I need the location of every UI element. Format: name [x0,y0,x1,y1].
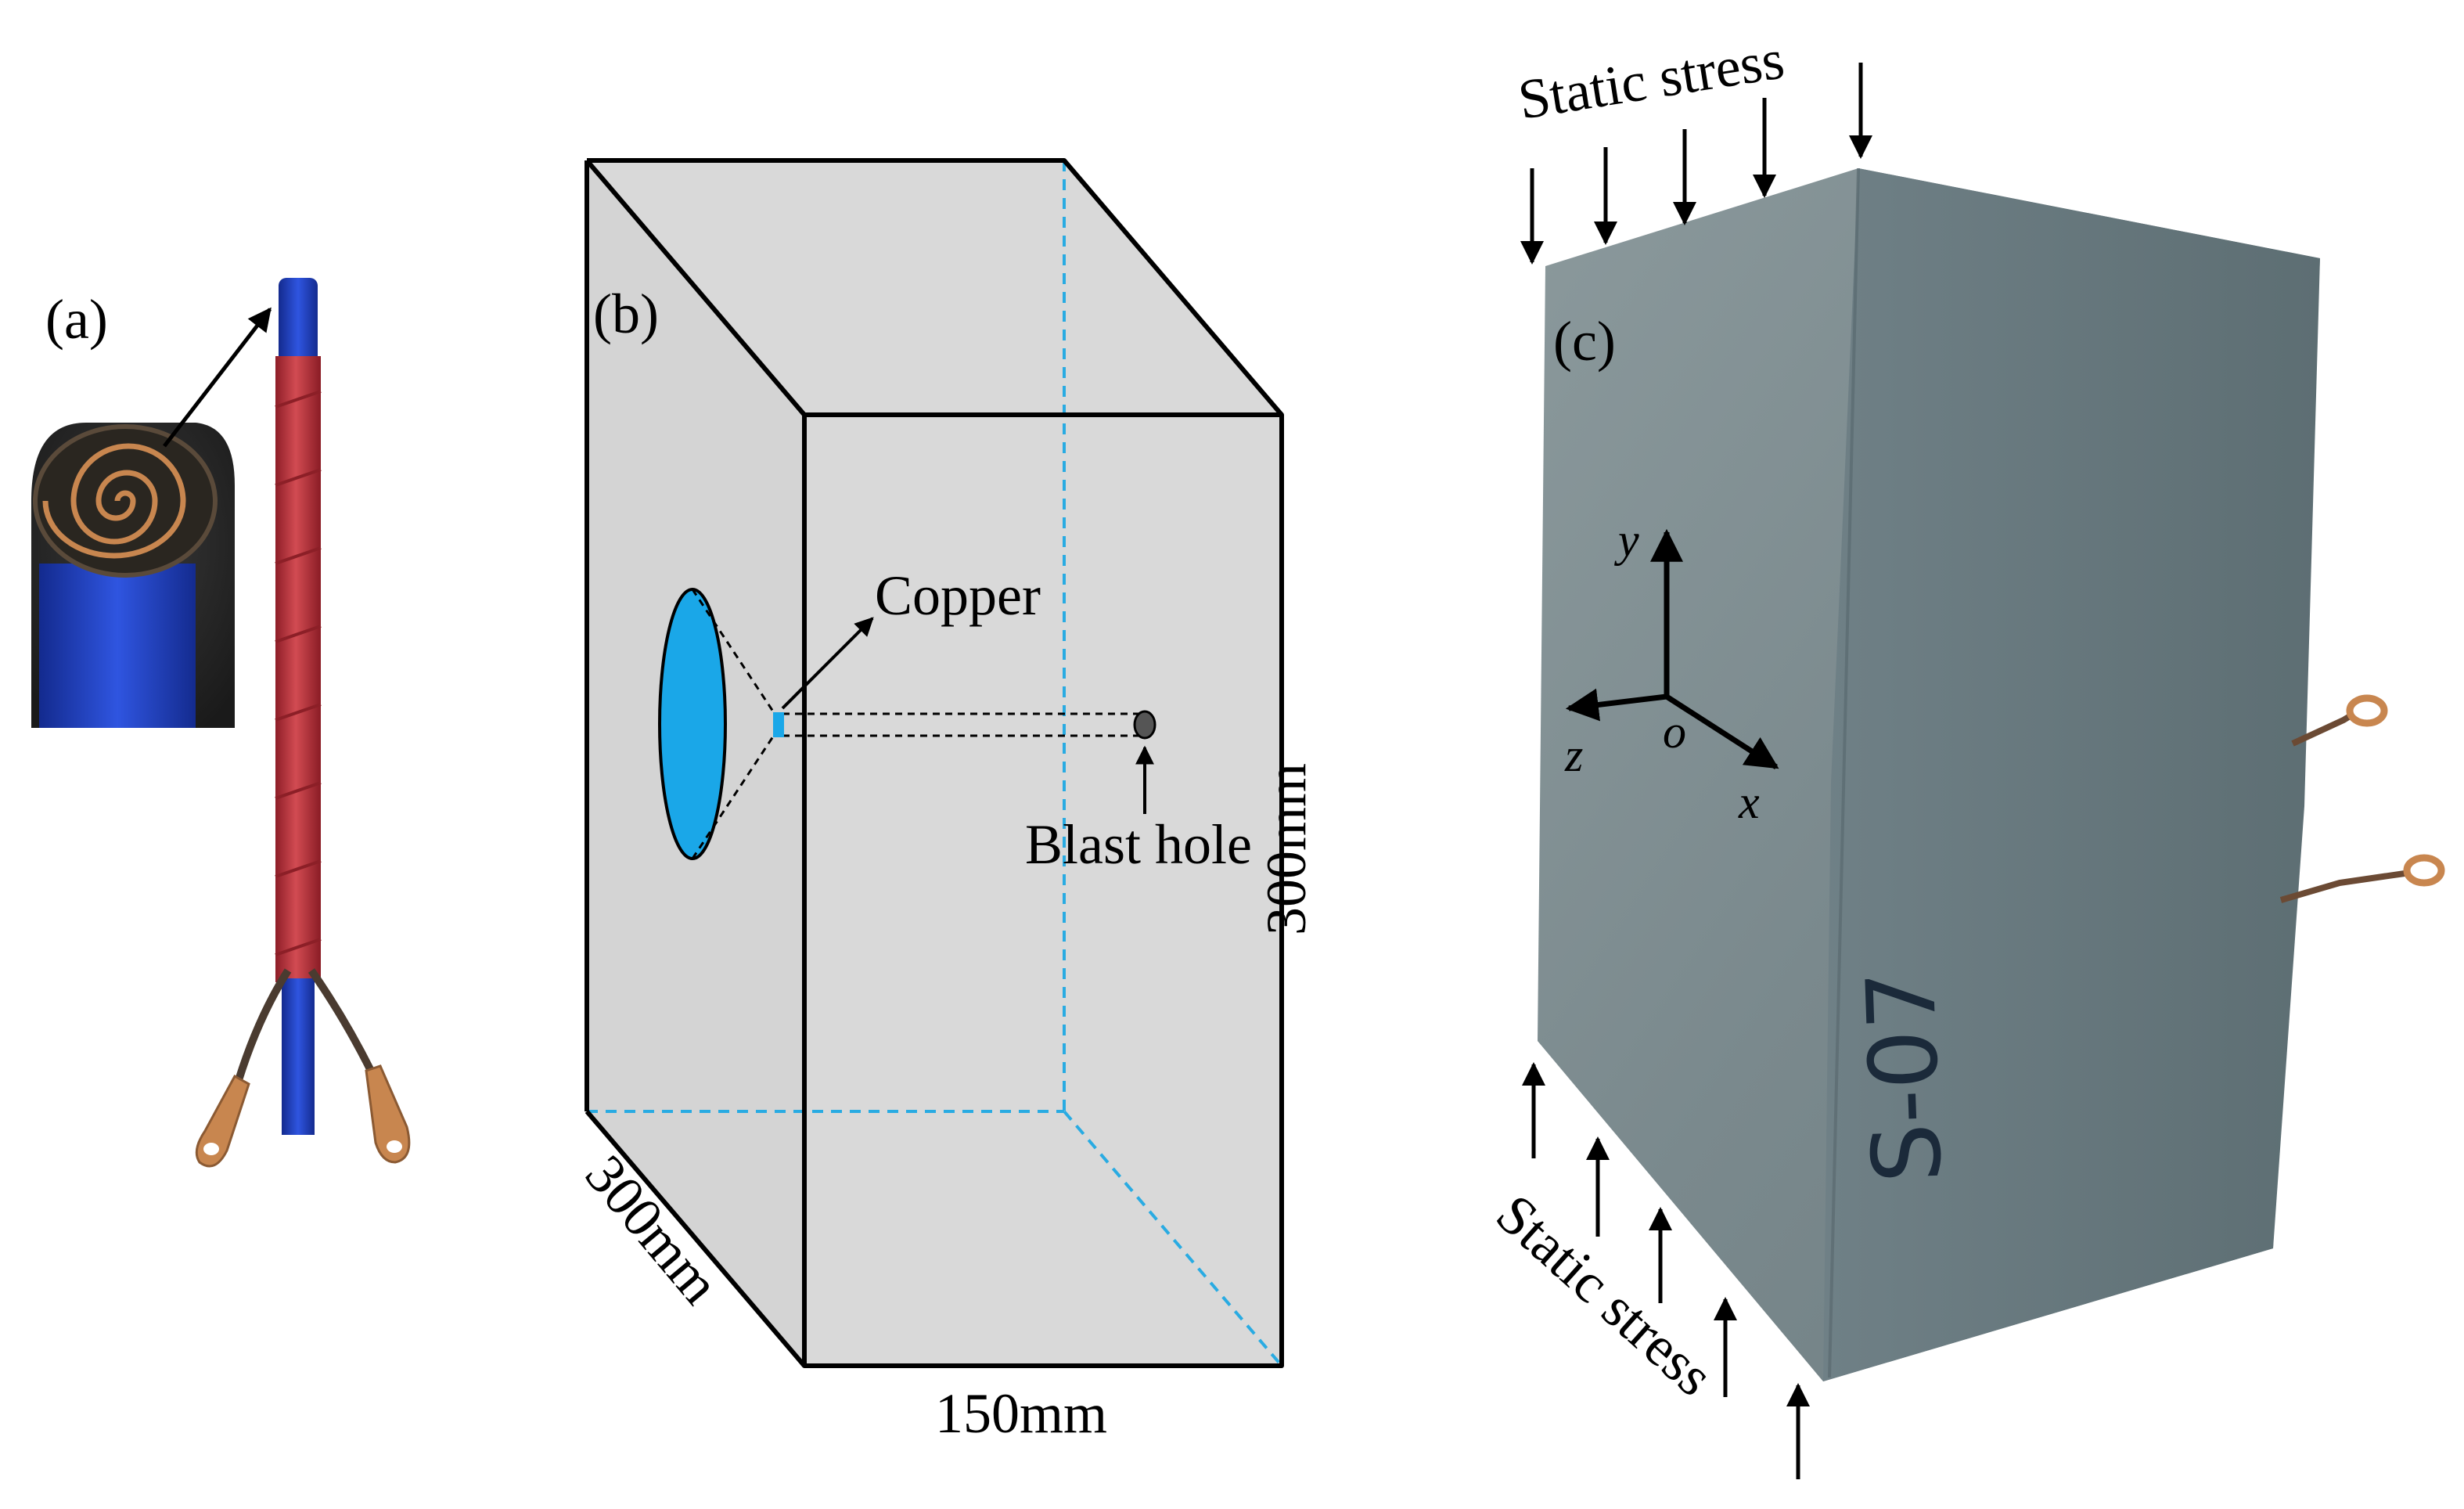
copper-leader-arrow [781,617,874,710]
box-top-face [587,160,1282,415]
axis-y-label: y [1613,514,1639,566]
dim-width-label: 150mm [935,1382,1107,1445]
static-stress-top-label: Static stress [1514,27,1788,131]
coordinate-axes [1565,528,1779,769]
axis-o-label: o [1663,706,1686,758]
dim-height-label: 300mm [1255,763,1318,935]
rock-side-face [1823,168,2320,1381]
probe-tube [195,278,411,1168]
blast-hole-label: Blast hole [1025,813,1252,876]
blast-hole-icon [1133,710,1156,740]
static-stress-bottom-arrows [1522,1062,1810,1479]
copper-spiral-inset [31,423,235,728]
panel-a-label: (a) [45,288,108,351]
panel-a: (a) [31,278,411,1168]
rock-terminal-top-icon [2346,694,2388,727]
axis-x-label: x [1738,776,1760,828]
box-hidden-edges [587,160,1283,1367]
panel-b-label: (b) [593,283,659,345]
copper-probe-marker [773,712,784,737]
panel-b: Copper Blast hole (b) 300mm 300mm 150mm [574,158,1318,1445]
x-axis-arrow [1665,694,1779,769]
lead-wire-left [235,968,292,1082]
static-stress-top-arrows [1520,63,1872,265]
rock-terminal-bottom-icon [2403,854,2445,887]
ring-terminal-right-icon [365,1064,411,1164]
z-axis-arrow [1565,688,1667,722]
panel-c-label: (c) [1553,310,1616,373]
copper-cone-icon [658,588,727,860]
cone-projection-lines [691,589,1142,859]
copper-spiral-icon [42,443,186,559]
box-front-face [804,415,1282,1366]
specimen-mark: S-07 [1847,968,1963,1185]
box-visible-edges [585,158,1284,1368]
inset-leader-arrow [163,307,272,448]
ring-terminal-left-icon [195,1074,250,1168]
rock-corner-edge [1828,167,1860,1378]
lead-wire-right [308,968,376,1075]
panel-c: S-07 (c) y z o x Static stress Static st… [1484,27,2445,1479]
copper-label: Copper [875,564,1041,627]
axis-z-label: z [1564,729,1583,781]
